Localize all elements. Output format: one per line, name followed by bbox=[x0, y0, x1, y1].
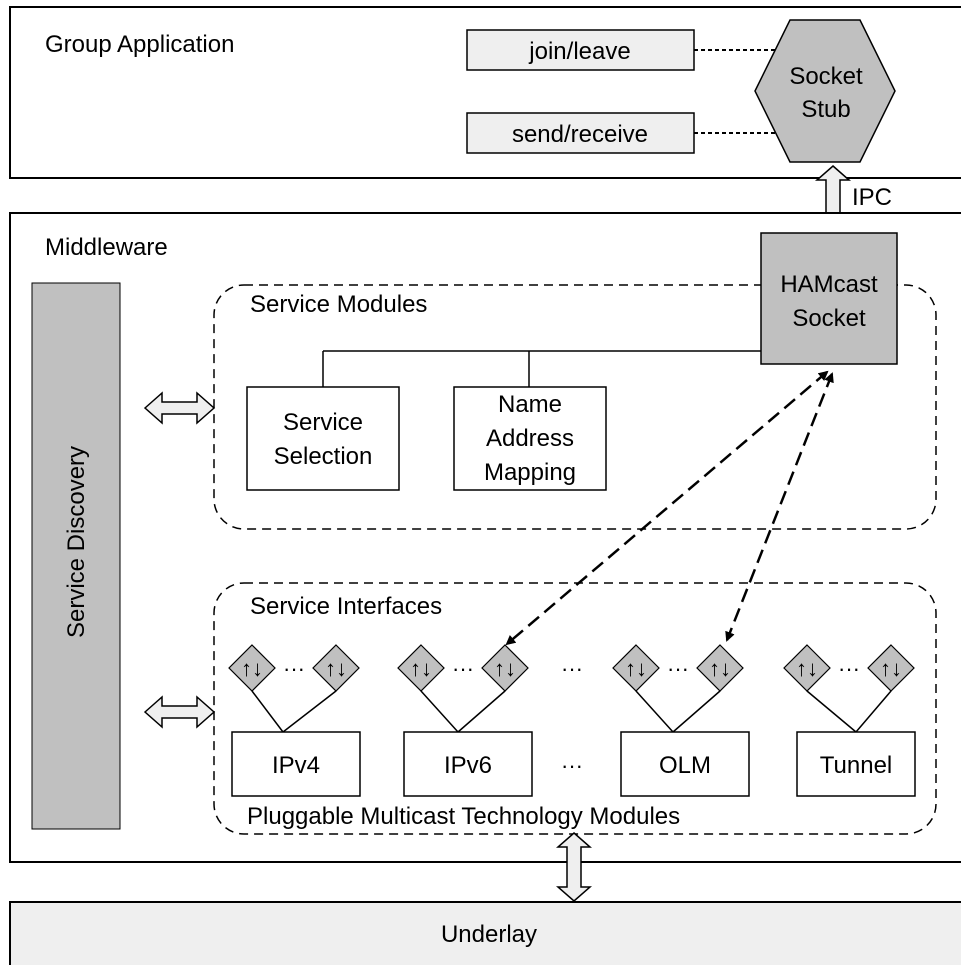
ellipsis-between-groups: ··· bbox=[561, 656, 583, 681]
updown-arrow-icon: ↑↓ bbox=[494, 656, 516, 681]
interface-group-2: ↑↓ ··· ↑↓ bbox=[397, 644, 529, 733]
socket-stub-hexagon bbox=[754, 19, 896, 163]
socket-stub-label-1: Socket bbox=[789, 63, 863, 90]
discovery-to-modules-arrow bbox=[143, 391, 216, 425]
service-selection-label-1: Service bbox=[283, 409, 363, 436]
updown-arrow-icon: ↑↓ bbox=[880, 656, 902, 681]
join-leave-label: join/leave bbox=[528, 38, 630, 65]
hamcast-to-olm-link bbox=[725, 372, 834, 642]
service-interfaces-title: Service Interfaces bbox=[250, 593, 442, 620]
service-modules-title: Service Modules bbox=[250, 291, 427, 318]
name-address-label-3: Mapping bbox=[484, 459, 576, 486]
underlay-label: Underlay bbox=[441, 921, 537, 948]
module-box-olm bbox=[620, 731, 750, 797]
hamcast-socket-label-2: Socket bbox=[792, 305, 866, 332]
interface-group-3: ↑↓ ··· ↑↓ bbox=[612, 644, 744, 733]
interface-group-1: ↑↓ ··· ↑↓ bbox=[228, 644, 360, 733]
name-address-label-2: Address bbox=[486, 425, 574, 452]
service-selection-label-2: Selection bbox=[274, 443, 373, 470]
send-receive-label: send/receive bbox=[512, 121, 648, 148]
ellipsis-label: ··· bbox=[283, 656, 305, 681]
join-leave-box bbox=[466, 29, 695, 71]
underlay-box bbox=[9, 901, 961, 965]
middleware-title: Middleware bbox=[45, 234, 168, 261]
service-discovery-bar bbox=[31, 282, 121, 830]
module-box-ipv6 bbox=[403, 731, 533, 797]
ellipsis-label: ··· bbox=[452, 656, 474, 681]
module-label-olm: OLM bbox=[659, 752, 711, 779]
name-address-label-1: Name bbox=[498, 391, 562, 418]
updown-arrow-icon: ↑↓ bbox=[241, 656, 263, 681]
service-selection-box bbox=[246, 386, 400, 491]
updown-arrow-icon: ↑↓ bbox=[709, 656, 731, 681]
pluggable-modules-label: Pluggable Multicast Technology Modules bbox=[247, 803, 680, 830]
ellipsis-between-modules: ··· bbox=[561, 753, 583, 778]
module-label-ipv6: IPv6 bbox=[444, 752, 492, 779]
updown-arrow-icon: ↑↓ bbox=[796, 656, 818, 681]
ellipsis-label: ··· bbox=[838, 656, 860, 681]
group-application-title: Group Application bbox=[45, 31, 234, 58]
updown-arrow-icon: ↑↓ bbox=[325, 656, 347, 681]
updown-arrow-icon: ↑↓ bbox=[625, 656, 647, 681]
hamcast-socket-label-1: HAMcast bbox=[780, 271, 878, 298]
ipc-label: IPC bbox=[852, 184, 892, 211]
module-label-tunnel: Tunnel bbox=[820, 752, 893, 779]
module-box-tunnel bbox=[796, 731, 916, 797]
service-discovery-label: Service Discovery bbox=[63, 446, 90, 638]
interface-group-4: ↑↓ ··· ↑↓ bbox=[783, 644, 915, 733]
send-receive-box bbox=[466, 112, 695, 154]
ellipsis-label: ··· bbox=[667, 656, 689, 681]
module-label-ipv4: IPv4 bbox=[272, 752, 320, 779]
underlay-arrow bbox=[556, 832, 592, 902]
module-box-ipv4 bbox=[231, 731, 361, 797]
updown-arrow-icon: ↑↓ bbox=[410, 656, 432, 681]
socket-stub-label-2: Stub bbox=[801, 96, 850, 123]
hamcast-socket-box bbox=[760, 232, 898, 365]
